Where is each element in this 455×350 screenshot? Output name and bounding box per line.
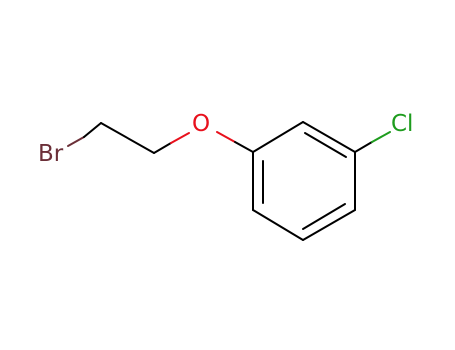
bond-ring-cl xyxy=(354,131,391,153)
ring-double-bond-bottom xyxy=(302,203,346,230)
atom-chlorine-label: Cl xyxy=(391,111,413,137)
ring-double-bond-top xyxy=(304,132,347,158)
bond-br-c1 xyxy=(67,122,102,147)
atom-oxygen-label: O xyxy=(192,111,210,137)
benzene-ring xyxy=(252,121,356,241)
bond-o-ring xyxy=(216,131,254,153)
ring-bond-5 xyxy=(252,209,304,241)
bond-br-c1-br-half xyxy=(67,136,85,147)
bond-c2-o-c-half xyxy=(153,142,172,154)
ring-bond-4 xyxy=(302,209,356,241)
bond-o-ring-o-half xyxy=(216,131,236,143)
ring-bond-2 xyxy=(302,121,356,153)
bond-c1-c2 xyxy=(100,122,155,154)
atom-bromine-label: Br xyxy=(38,141,64,167)
bond-br-c1-c-half xyxy=(83,122,102,138)
bond-ring-cl-c-half xyxy=(354,141,373,153)
bond-ring-cl-cl-half xyxy=(371,131,391,143)
bond-o-ring-c-half xyxy=(234,141,254,153)
bond-c2-o-o-half xyxy=(170,132,190,144)
bond-c2-o xyxy=(153,132,190,154)
ring-bond-1 xyxy=(252,121,304,153)
